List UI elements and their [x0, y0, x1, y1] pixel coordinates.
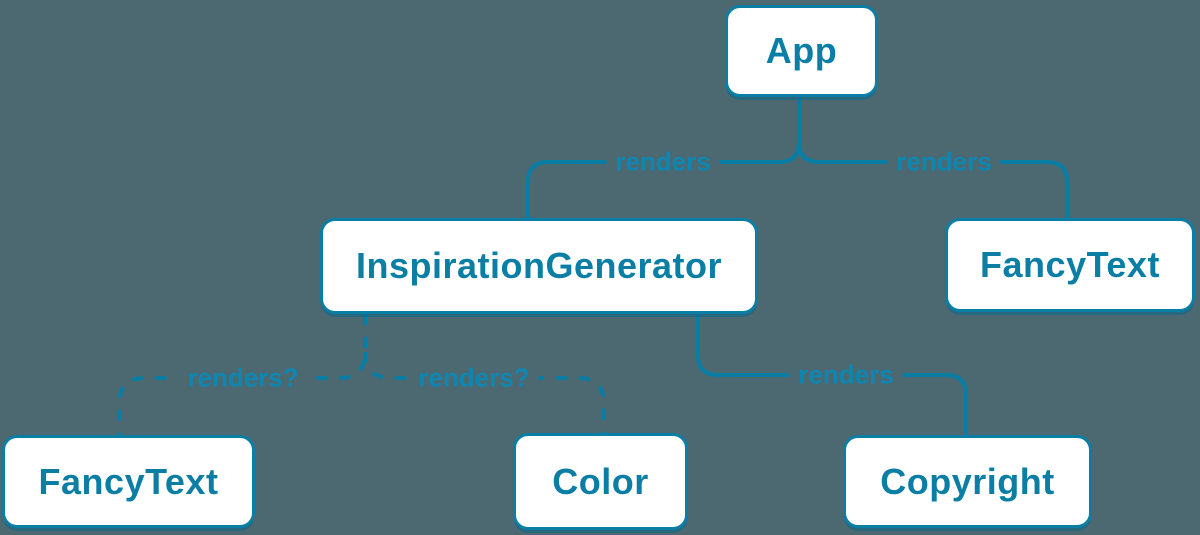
node-app: App [725, 5, 878, 97]
node-app-label: App [765, 30, 838, 71]
edge-inspirationgenerator-to-color [363, 351, 606, 433]
node-fancy-text-top-label: FancyText [980, 244, 1160, 285]
node-copyright-label: Copyright [880, 460, 1055, 502]
node-fancy-text-top: FancyText [945, 218, 1195, 312]
node-fancy-text-bottom: FancyText [2, 435, 255, 528]
edge-label-renders-q-color: renders? [409, 364, 539, 393]
edge-label-renders-app-inspirationgenerator: renders [606, 148, 720, 177]
edge-label-renders-app-fancytext: renders [887, 148, 1001, 177]
edge-label-renders-copyright: renders [789, 361, 903, 390]
node-copyright: Copyright [843, 435, 1092, 528]
node-inspiration-generator: InspirationGenerator [320, 218, 758, 314]
node-inspiration-generator-label: InspirationGenerator [355, 245, 723, 286]
node-color: Color [513, 433, 688, 530]
edge-label-renders-q-fancytext: renders? [178, 364, 308, 393]
edge-inspirationgenerator-to-fancytext [117, 314, 367, 435]
node-color-label: Color [552, 460, 649, 502]
node-fancy-text-bottom-label: FancyText [38, 460, 219, 502]
